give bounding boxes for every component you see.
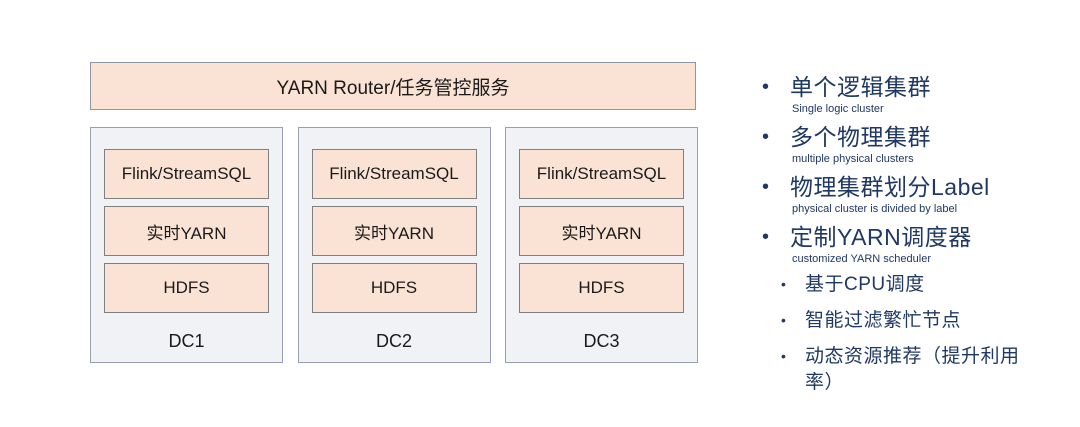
note-head: 多个物理集群 (745, 122, 1070, 152)
bullet-icon (745, 344, 805, 369)
note-item-single-logic-cluster: 单个逻辑集群 Single logic cluster (745, 72, 1070, 116)
note-title: 物理集群划分Label (790, 174, 990, 200)
datacenter-name: DC3 (583, 330, 620, 351)
layer-label: Flink/StreamSQL (329, 164, 459, 183)
note-title: 多个物理集群 (790, 124, 931, 150)
layer-label: Flink/StreamSQL (121, 164, 252, 183)
subnote-item-busy-node-filter: 智能过滤繁忙节点 (745, 308, 1070, 334)
note-title: 定制YARN调度器 (790, 224, 972, 250)
subnote-label: 基于CPU调度 (805, 274, 925, 295)
note-head: 物理集群划分Label (745, 172, 1070, 202)
bullet-icon (745, 272, 805, 297)
datacenter-name: DC2 (375, 330, 412, 351)
bullet-icon (745, 72, 790, 102)
layer-label: HDFS (578, 278, 625, 297)
layer-box-yarn: 实时YARN (519, 206, 684, 256)
layer-box-flink: Flink/StreamSQL (104, 149, 269, 199)
layer-box-hdfs: HDFS (311, 263, 477, 313)
note-item-custom-scheduler: 定制YARN调度器 customized YARN scheduler 基于CP… (745, 222, 1070, 396)
subnote-label: 智能过滤繁忙节点 (805, 310, 962, 331)
layer-box-hdfs: HDFS (104, 263, 269, 313)
subnote-item-dynamic-resource-recommend: 动态资源推荐（提升利用率） (745, 344, 1070, 396)
layer-label: HDFS (370, 278, 418, 297)
note-subtitle: customized YARN scheduler (792, 253, 931, 265)
layer-box-flink: Flink/StreamSQL (311, 149, 477, 199)
bullet-icon (745, 222, 790, 252)
datacenter-dc2: Flink/StreamSQL 实时YARN HDFS DC2 (297, 127, 491, 363)
bullet-icon (745, 172, 790, 202)
datacenter-dc1: Flink/StreamSQL 实时YARN HDFS DC1 (90, 127, 283, 363)
layer-box-flink: Flink/StreamSQL (519, 149, 684, 199)
note-item-multiple-physical-clusters: 多个物理集群 multiple physical clusters (745, 122, 1070, 166)
note-subtitle: multiple physical clusters (792, 153, 914, 165)
subnote-label: 动态资源推荐（提升利用率） (805, 346, 1020, 393)
datacenter-dc3: Flink/StreamSQL 实时YARN HDFS DC3 (505, 127, 698, 363)
layer-box-yarn: 实时YARN (104, 206, 269, 256)
note-head: 定制YARN调度器 (745, 222, 1070, 252)
note-head: 单个逻辑集群 (745, 72, 1070, 102)
yarn-router-banner: YARN Router/任务管控服务 (90, 62, 696, 110)
datacenter-name: DC1 (168, 330, 205, 351)
note-subtitle: Single logic cluster (792, 103, 884, 115)
datacenter-row: Flink/StreamSQL 实时YARN HDFS DC1 Flink/St… (90, 127, 698, 363)
yarn-router-banner-label: YARN Router/任务管控服务 (276, 77, 510, 99)
bullet-icon (745, 122, 790, 152)
note-subtitle: physical cluster is divided by label (792, 203, 958, 215)
subnote-item-cpu-scheduling: 基于CPU调度 (745, 272, 1070, 298)
note-item-label-partition: 物理集群划分Label physical cluster is divided … (745, 172, 1070, 216)
layer-label: HDFS (163, 278, 210, 297)
bullet-icon (745, 308, 805, 333)
layer-label: Flink/StreamSQL (536, 164, 667, 183)
subnotes-list: 基于CPU调度 智能过滤繁忙节点 动态资源推荐（提升利用率） (745, 272, 1070, 396)
layer-box-yarn: 实时YARN (311, 206, 477, 256)
notes-panel: 单个逻辑集群 Single logic cluster 多个物理集群 multi… (745, 72, 1070, 406)
layer-label: 实时YARN (146, 223, 227, 243)
layer-label: 实时YARN (354, 223, 434, 243)
layer-box-hdfs: HDFS (519, 263, 684, 313)
layer-label: 实时YARN (561, 223, 642, 243)
note-title: 单个逻辑集群 (790, 74, 931, 100)
